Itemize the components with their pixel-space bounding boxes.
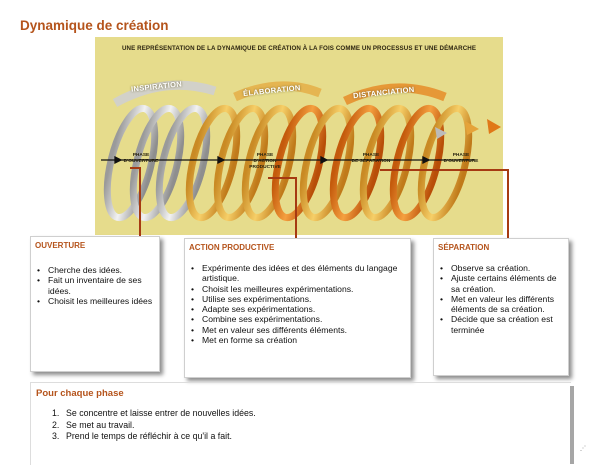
- step-number: 3.: [52, 431, 60, 441]
- resize-grip-icon: ⋰: [580, 446, 586, 452]
- step-text: Se met au travail.: [66, 419, 135, 430]
- list-item: Choisit les meilleures idées: [35, 296, 153, 307]
- step-number: 1.: [52, 408, 60, 418]
- box-separation: SÉPARATION Observe sa création. Ajuste c…: [433, 238, 569, 376]
- phase-label-ouverture-2: PHASE D'OUVERTURE: [431, 153, 491, 165]
- phase-line: D'OUVERTURE: [443, 159, 479, 164]
- phase-label-action: PHASE D'ACTION PRODUCTIVE: [235, 153, 295, 171]
- phase-label-separation: PHASE DE SÉPARATION: [341, 153, 401, 165]
- spiral-coil-9: [329, 104, 385, 222]
- box-ouverture: OUVERTURE Cherche des idées. Fait un inv…: [30, 236, 160, 372]
- phase-line: DE SÉPARATION: [351, 159, 391, 164]
- box-title: OUVERTURE: [35, 241, 86, 250]
- phase-line: PHASE: [256, 153, 274, 158]
- inspiration-arc: [112, 80, 217, 107]
- coil-end-arrow-1: [435, 127, 447, 139]
- separation-list: Observe sa création. Ajuste certains élé…: [438, 263, 562, 335]
- list-item: Met en forme sa création: [189, 335, 404, 346]
- phase-label-ouverture-1: PHASE D'OUVERTURE: [111, 153, 171, 165]
- list-item: Ajuste certains éléments de sa création.: [438, 273, 562, 294]
- phase-line: D'OUVERTURE: [123, 159, 159, 164]
- each-phase-title: Pour chaque phase: [36, 388, 124, 399]
- spiral-coil-8: [299, 104, 355, 222]
- box-title: ACTION PRODUCTIVE: [189, 243, 275, 252]
- process-arrow: [101, 155, 475, 165]
- list-item: Combine ses expérimentations.: [189, 314, 404, 325]
- spiral-coil-6: [241, 104, 297, 222]
- step-text: Se concentre et laisse entrer de nouvell…: [66, 408, 256, 418]
- creation-dynamics-diagram: UNE REPRÉSENTATION DE LA DYNAMIQUE DE CR…: [95, 37, 503, 235]
- spiral-coil-2: [129, 104, 185, 222]
- panel-shadow: [570, 386, 574, 464]
- list-item: Choisit les meilleures expérimentations.: [189, 284, 404, 295]
- distanciation-arc: [343, 83, 447, 106]
- box-title: SÉPARATION: [438, 243, 490, 252]
- step-item: 1. Se concentre et laisse entrer de nouve…: [52, 408, 256, 420]
- spiral-coil-10: [359, 104, 415, 222]
- step-text: Prend le temps de réfléchir à ce qu'il a…: [66, 431, 232, 441]
- list-item: Expérimente des idées et des éléments du…: [189, 263, 404, 284]
- spiral-coil-4: [185, 104, 241, 222]
- phase-line: D'ACTION: [253, 159, 277, 164]
- spiral-coil-1: [103, 104, 159, 222]
- box-action-productive: ACTION PRODUCTIVE Expérimente des idées …: [184, 238, 411, 378]
- phase-line: PHASE: [362, 153, 380, 158]
- phase-line: PHASE: [452, 153, 470, 158]
- coil-end-arrow-2: [465, 121, 479, 135]
- action-list: Expérimente des idées et des éléments du…: [189, 263, 404, 346]
- spiral-coil-3: [155, 104, 211, 222]
- diagram-heading: UNE REPRÉSENTATION DE LA DYNAMIQUE DE CR…: [121, 45, 477, 52]
- spiral-graphic: [101, 80, 501, 222]
- step-item: 2. Se met au travail.: [52, 420, 256, 432]
- each-phase-panel: [30, 382, 571, 465]
- list-item: Met en valeur ses différents éléments.: [189, 325, 404, 336]
- phase-line: PHASE: [132, 153, 150, 158]
- elaboration-arc: [233, 81, 322, 102]
- list-item: Observe sa création.: [438, 263, 562, 274]
- step-item: 3. Prend le temps de réfléchir à ce qu'il…: [52, 431, 256, 443]
- each-phase-steps: 1. Se concentre et laisse entrer de nouve…: [52, 408, 256, 443]
- coil-end-arrow-3: [487, 119, 501, 134]
- list-item: Fait un inventaire de ses idées.: [35, 275, 153, 296]
- list-item: Met en valeur les différents éléments de…: [438, 294, 562, 315]
- list-item: Utilise ses expérimentations.: [189, 294, 404, 305]
- step-number: 2.: [52, 419, 60, 430]
- list-item: Adapte ses expérimentations.: [189, 304, 404, 315]
- page-title: Dynamique de création: [20, 18, 169, 33]
- phase-line: PRODUCTIVE: [249, 165, 281, 170]
- list-item: Cherche des idées.: [35, 265, 153, 276]
- list-item: Décide que sa création est terminée: [438, 314, 562, 335]
- ouverture-list: Cherche des idées. Fait un inventaire de…: [35, 265, 153, 306]
